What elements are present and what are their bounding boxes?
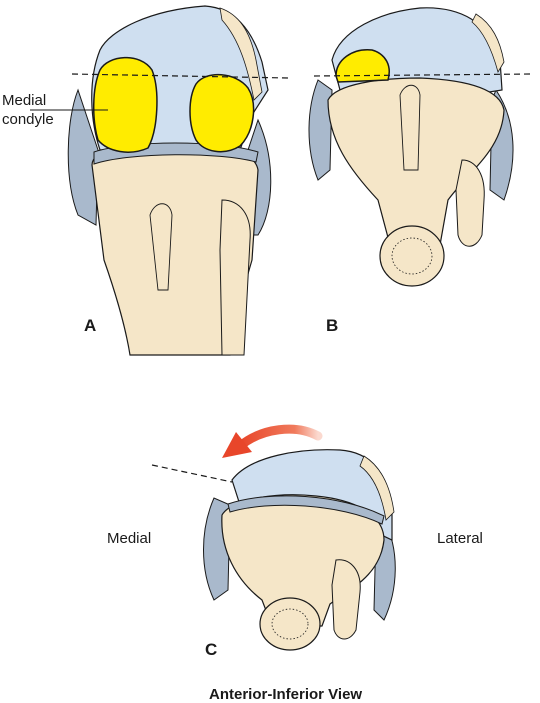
medial-side-label: Medial	[107, 530, 152, 547]
panel-a-fibula	[219, 199, 251, 356]
panel-a-cut-line	[71, 73, 289, 79]
panel-b-tibia-groove	[399, 84, 421, 171]
panel-b-ligament-left	[308, 79, 333, 181]
medial-condyle-label-line1: Medial	[2, 92, 47, 109]
panel-a-letter: A	[84, 316, 97, 335]
medial-condyle-label-line2: condyle	[2, 111, 54, 128]
panel-b-letter: B	[326, 316, 339, 335]
rotation-arrow-shaft	[235, 424, 323, 451]
view-caption: Anterior-Inferior View	[209, 686, 363, 703]
panel-b-tibia	[327, 77, 505, 246]
panel-b-femur-rim	[471, 13, 505, 74]
rotation-arrow-head	[222, 432, 252, 458]
panel-c-letter: C	[205, 640, 218, 659]
panel-c-fibula	[331, 559, 361, 640]
panel-b-medial-condyle	[335, 49, 390, 83]
medial-condyle-label: Medial condyle	[2, 91, 54, 129]
panel-b-tibia-cross-section	[379, 225, 445, 287]
curved-arrow-icon	[222, 424, 323, 458]
panel-c-femur-rim	[359, 455, 395, 521]
panel-a-femur-rim	[219, 7, 263, 101]
panel-c-cut-line	[151, 464, 233, 483]
panel-a-ligament-left	[67, 88, 99, 226]
panel-c-meniscus	[227, 495, 385, 525]
panel-a-lateral-condyle	[189, 73, 255, 153]
panel-b-cut-line	[313, 73, 533, 77]
panel-c-tibia-cross-section	[259, 597, 321, 651]
panel-c-marrow	[271, 608, 309, 640]
panel-a-figure	[30, 5, 289, 356]
panel-c-figure	[151, 449, 396, 651]
panel-a-tibia-groove	[149, 203, 173, 291]
lateral-side-label: Lateral	[437, 530, 483, 547]
panel-a-medial-condyle	[92, 56, 158, 153]
panel-b-fibula	[455, 159, 485, 247]
panel-b-figure	[308, 7, 533, 287]
